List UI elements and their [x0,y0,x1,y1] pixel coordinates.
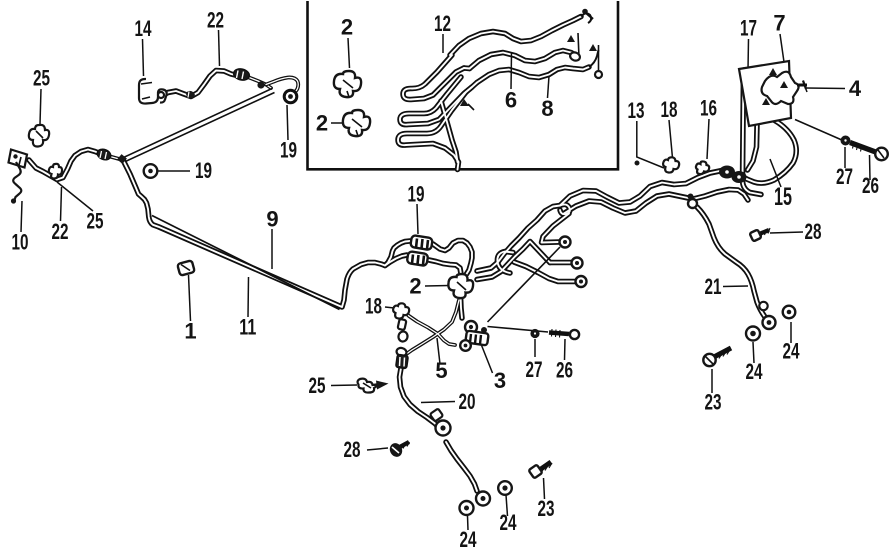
svg-text:15: 15 [774,183,792,211]
svg-text:19: 19 [195,158,212,183]
svg-text:14: 14 [135,16,153,41]
svg-text:6: 6 [505,88,517,113]
svg-text:13: 13 [628,98,645,123]
svg-text:26: 26 [862,173,879,198]
svg-text:22: 22 [52,219,69,244]
svg-text:12: 12 [434,11,451,36]
svg-text:3: 3 [494,368,506,393]
svg-text:28: 28 [344,437,361,462]
svg-text:23: 23 [538,496,555,521]
svg-text:24: 24 [500,510,518,535]
svg-text:25: 25 [33,66,50,91]
svg-text:1: 1 [184,319,196,344]
svg-text:24: 24 [460,527,478,552]
svg-text:11: 11 [239,315,256,340]
svg-text:22: 22 [207,8,224,33]
svg-text:21: 21 [705,274,722,299]
svg-text:19: 19 [280,138,297,163]
svg-text:5: 5 [435,358,447,383]
svg-text:25: 25 [309,373,326,398]
svg-text:28: 28 [805,219,822,244]
svg-text:23: 23 [705,390,722,415]
svg-text:7: 7 [773,11,785,36]
svg-text:26: 26 [556,358,573,383]
svg-text:20: 20 [459,389,476,414]
svg-text:10: 10 [12,230,29,255]
svg-text:27: 27 [526,357,543,382]
svg-text:18: 18 [661,97,678,122]
svg-text:17: 17 [740,16,757,41]
svg-text:18: 18 [365,294,382,319]
svg-text:8: 8 [541,96,553,121]
svg-text:24: 24 [783,339,801,364]
svg-text:24: 24 [746,359,764,384]
svg-text:25: 25 [87,209,104,234]
svg-text:2: 2 [409,274,421,299]
svg-text:2: 2 [341,15,353,40]
svg-text:27: 27 [836,164,853,189]
svg-text:9: 9 [266,207,278,232]
svg-text:4: 4 [849,76,862,101]
svg-text:19: 19 [408,182,425,207]
svg-text:2: 2 [316,111,328,136]
svg-text:16: 16 [700,96,717,121]
